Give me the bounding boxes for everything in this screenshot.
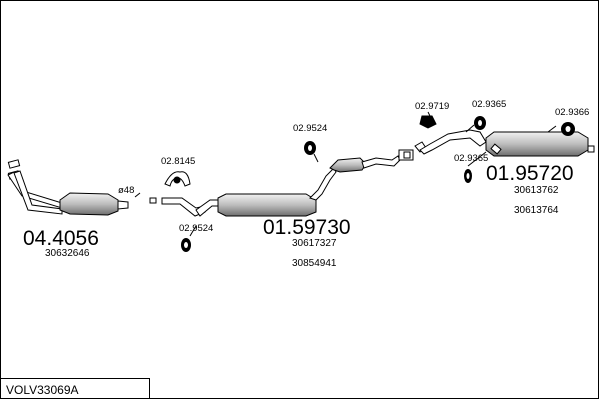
hardware-clamp-8145 (164, 171, 191, 187)
part-ref-front-1: 30632646 (45, 248, 90, 259)
hardware-hanger-9365-top (474, 116, 486, 130)
title-box: VOLV33069A (0, 378, 150, 399)
hardware-hanger-9524-mid (304, 141, 316, 155)
diameter-mark: ø48 (118, 185, 135, 196)
part-number-rear: 01.95720 (486, 162, 574, 185)
hardware-label-9719: 02.9719 (415, 101, 450, 112)
hardware-hanger-9524-left (181, 238, 191, 252)
diagram-title: VOLV33069A (6, 383, 79, 397)
part-number-front: 04.4056 (23, 227, 99, 250)
part-number-middle: 01.59730 (263, 216, 351, 239)
hardware-label-8145: 02.8145 (161, 156, 196, 167)
hardware-label-9366: 02.9366 (555, 107, 590, 118)
hardware-label-9365-top: 02.9365 (472, 99, 507, 110)
part-ref-middle-1: 30617327 (292, 238, 337, 249)
hardware-hanger-9366 (561, 122, 575, 136)
rear-silencer-pipe (414, 129, 595, 157)
part-ref-rear-2: 30613764 (514, 205, 559, 216)
hardware-hanger-9719 (419, 115, 437, 129)
hardware-label-9524-left: 02.9524 (179, 223, 214, 234)
hardware-hanger-9365-lower (464, 169, 472, 183)
hardware-label-9365-lower: 02.9365 (454, 153, 489, 164)
leader-lines (134, 111, 557, 237)
middle-muffler-pipe (149, 149, 414, 217)
hardware-label-9524-mid: 02.9524 (293, 123, 328, 134)
front-pipe-catalyst (7, 159, 129, 216)
part-ref-middle-2: 30854941 (292, 258, 337, 269)
part-ref-rear-1: 30613762 (514, 185, 559, 196)
